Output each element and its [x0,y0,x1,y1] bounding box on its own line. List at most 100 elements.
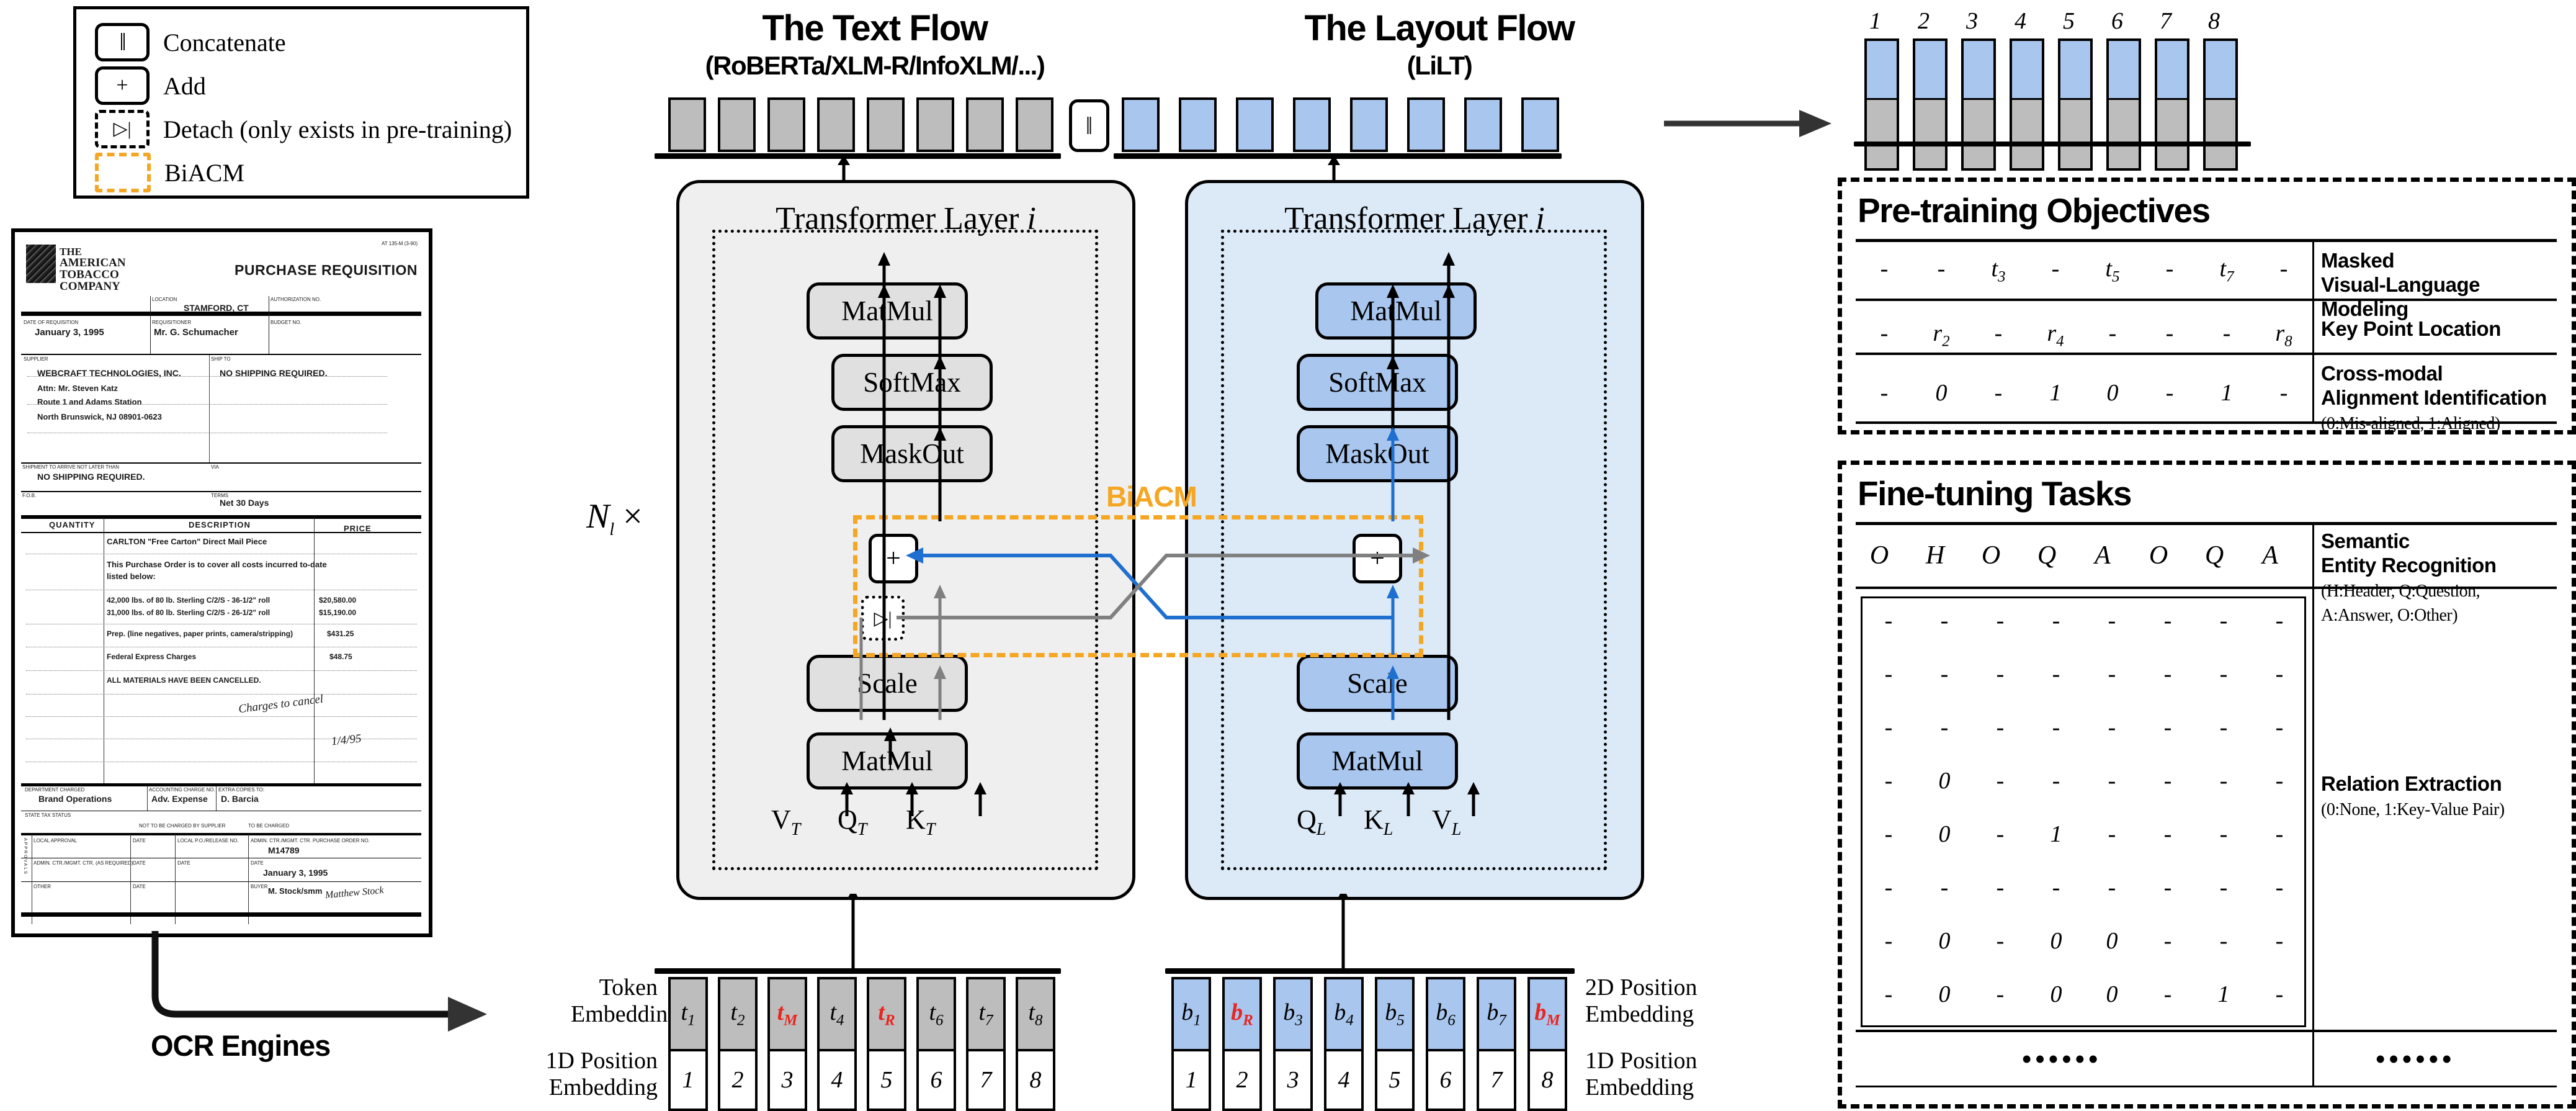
legend-item-detach: ▷| Detach (only exists in pre-training) [95,107,526,151]
pretraining-row-label-0: Masked Visual-Language Modeling [2321,249,2572,322]
approvals-label: APPROVALS [23,838,27,875]
tax-option-2: TO BE CHARGED [248,823,290,829]
detach-icon: ▷| [95,110,150,148]
embedding-to-transformer [847,894,1349,973]
text-position-3: 3 [767,1049,807,1111]
input-q-text-sub: T [857,819,867,839]
output-stack-index-2: 2 [1918,8,1930,34]
re-cell-r2-c7: - [2219,661,2228,687]
re-cell-r3-c7: - [2219,714,2228,740]
qkv-arrows [841,782,1480,816]
field-value-date: January 3, 1995 [35,327,104,338]
divider [21,881,421,882]
output-stack-bar-text-8 [2206,100,2235,168]
output-stack-bar-layout-7 [2157,41,2187,100]
row-price-6: $48.75 [329,652,352,661]
re-cell-r3-c2: - [1940,714,1949,740]
repeat-count-label: Nl × [586,497,643,540]
input-v-layout: V [1432,804,1452,835]
output-stack-index-7: 7 [2160,8,2171,34]
pretraining-cell-r2-c4: r4 [2047,320,2064,350]
input-label-v-layout: VL [1432,804,1461,840]
text-token-2: t2 [718,977,758,1051]
supplier-line-2: Attn: Mr. Steven Katz [37,384,119,393]
output-token-layout-5 [1350,97,1388,152]
output-stack-index-8: 8 [2208,8,2220,34]
pos2d-label-l1: 2D Position [1585,974,1697,1001]
pretraining-cell-r2-c1: - [1880,320,1889,346]
divider [1856,1030,2557,1032]
text-token-1: t1 [668,977,708,1051]
re-cell-r4-c5: - [2108,768,2116,794]
divider [150,296,151,355]
pretraining-panel: Pre-training Objectives --t3-t5-t7--r2-r… [1838,178,2576,434]
field-key-date: DATE OF REQUISITION [24,320,79,325]
layout-position-2: 2 [1222,1049,1262,1111]
divider [216,786,217,811]
po-date-label: DATE [251,860,264,866]
pos1d-embedding-label-right: 1D Position Embedding [1585,1048,1728,1100]
pretraining-cell-r2-c8: r8 [2275,320,2292,350]
output-stack-bar-5 [2058,38,2093,171]
output-stack-index-3: 3 [1966,8,1978,34]
re-cell-r7-c1: - [1884,928,1893,954]
input-v-text: V [771,804,791,835]
biacm-region [853,515,1423,657]
re-row-label: Relation Extraction (0:None, 1:Key-Value… [2321,772,2505,821]
approval-date-2: DATE [133,884,146,889]
pretraining-cell-r3-c4: 1 [2049,380,2062,406]
token-embedding-label: Token Embedding [571,974,679,1027]
re-cell-r8-c1: - [1884,981,1893,1007]
field-key-terms: TERMS [211,493,228,498]
output-token-text-3 [767,97,805,152]
divider [21,833,421,835]
text-token-5: tR [867,977,906,1051]
text-token-6: t6 [916,977,956,1051]
repeat-times: × [623,497,643,536]
po-date-value: January 3, 1995 [263,868,328,878]
divider [1856,421,2557,424]
company-name-2: AMERICAN [60,256,126,269]
text-position-2: 2 [718,1049,758,1111]
approval-key-0: LOCAL APPROVAL [34,838,78,843]
divider [209,355,210,464]
pt-label-2-l2: Alignment Identification [2321,385,2547,409]
input-k-text: K [906,804,926,835]
re-cell-r2-c3: - [1996,661,2005,687]
output-stack-index-4: 4 [2015,8,2026,34]
text-position-6: 6 [916,1049,956,1111]
divider [21,462,421,464]
re-cell-r6-c8: - [2275,875,2284,901]
field-value-shipto: NO SHIPPING REQUIRED. [220,368,328,378]
divider [26,670,417,671]
pt-label-2-note: (0:Mis-aligned, 1:Aligned) [2321,413,2500,433]
re-cell-r1-c1: - [1884,608,1893,634]
re-cell-r7-c8: - [2275,928,2284,954]
output-stack-bar-text-4 [2012,100,2042,168]
output-stack-bar-4 [2010,38,2044,171]
layout-token-8: bM [1527,977,1567,1051]
table-header-quantity: QUANTITY [49,520,96,529]
re-cell-r8-c5: 0 [2106,981,2118,1007]
ser-row-label: Semantic Entity Recognition (H:Header, Q… [2321,529,2497,626]
row-desc-1: This Purchase Order is to cover all cost… [107,560,327,569]
ser-label-l1: Semantic [2321,529,2410,552]
input-label-k-layout: KL [1364,804,1393,840]
input-k-text-sub: T [925,819,936,839]
layout-flow-output-baseline [1114,153,1562,159]
footer-key-copies: EXTRA COPIES TO: [218,787,264,793]
text-embedding-baseline [655,968,1061,974]
ser-cell-2: H [1925,541,1945,570]
ser-note-l1: (H:Header, Q:Question, [2321,581,2480,601]
output-token-text-8 [1016,97,1053,152]
attention-wires [859,252,1455,765]
company-logo [26,245,56,283]
pretraining-cell-r1-c8: - [2279,256,2288,282]
op-softmax-layout: SoftMax [1297,354,1458,411]
pretraining-cell-r2-c7: - [2222,320,2231,346]
ser-cell-7: Q [2204,541,2224,570]
output-stack-bar-2 [1913,38,1948,171]
re-cell-r7-c2: 0 [1938,928,1951,954]
input-label-q-layout: QL [1297,804,1326,840]
output-stack-bar-3 [1961,38,1996,171]
